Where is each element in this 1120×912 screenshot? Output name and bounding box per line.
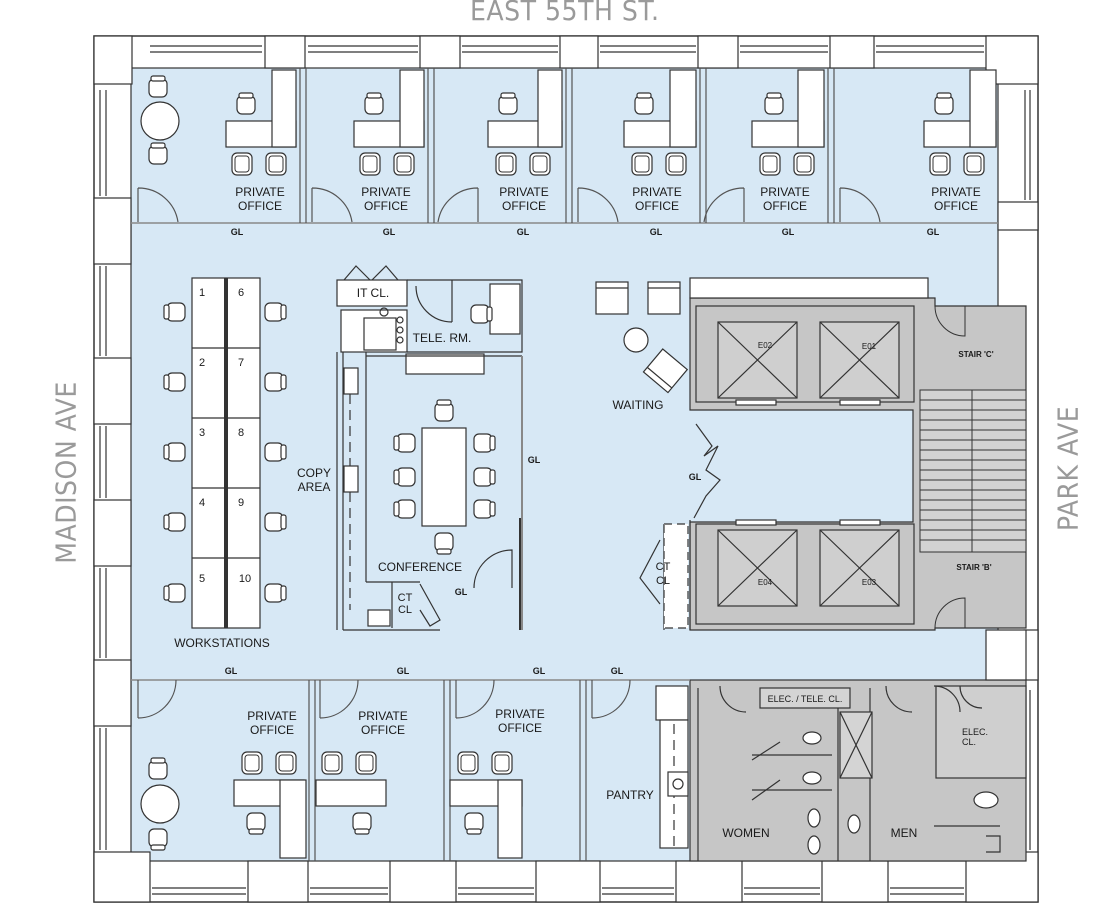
elevator-banks — [695, 305, 915, 625]
glass-label: GL — [382, 227, 396, 237]
room-label-workstations: WORKSTATIONS — [174, 636, 270, 650]
glass-label: GL — [926, 227, 940, 237]
east-street-label: PARK AVE — [1051, 405, 1085, 532]
elevator-label: E04 — [757, 578, 773, 587]
room-label-private-office: PRIVATE OFFICE — [361, 185, 411, 213]
elevator-label: E02 — [757, 341, 773, 350]
glass-label: GL — [688, 472, 702, 482]
room-label-pantry: PANTRY — [606, 788, 654, 802]
glass-label: GL — [396, 666, 410, 676]
north-office-furniture — [140, 69, 997, 176]
glass-label: GL — [230, 227, 244, 237]
workstation-number: 6 — [237, 287, 245, 299]
room-label-private-office: PRIVATE OFFICE — [499, 185, 549, 213]
workstation-number: 8 — [237, 427, 245, 439]
glass-label: GL — [532, 666, 546, 676]
north-street-label: EAST 55TH ST. — [470, 0, 660, 27]
room-label-elec-closet: ELEC. CL. — [962, 727, 989, 747]
elevator-label: E01 — [861, 342, 877, 351]
room-label-women: WOMEN — [722, 826, 770, 840]
room-label-ct-closet: CT CL — [655, 561, 671, 587]
room-label-copy-area: COPY AREA — [296, 466, 331, 494]
room-label-waiting: WAITING — [612, 398, 664, 412]
stair-run — [919, 305, 1027, 629]
waiting-area — [595, 277, 929, 394]
north-facade — [93, 35, 1039, 85]
room-label-stair-c: STAIR 'C' — [958, 350, 994, 359]
north-offices — [131, 68, 998, 224]
south-office-furniture — [140, 751, 523, 859]
workstation-number: 5 — [198, 573, 206, 585]
room-label-private-office: PRIVATE OFFICE — [247, 709, 297, 737]
room-label-private-office: PRIVATE OFFICE — [760, 185, 810, 213]
room-label-tele-room: TELE. RM. — [412, 331, 472, 345]
glass-label: GL — [454, 587, 468, 597]
room-label-private-office: PRIVATE OFFICE — [931, 185, 981, 213]
workstation-number: 3 — [198, 427, 206, 439]
room-label-private-office: PRIVATE OFFICE — [495, 707, 545, 735]
room-label-it-closet: IT CL. — [356, 286, 390, 300]
workstation-number: 9 — [237, 497, 245, 509]
room-label-conference: CONFERENCE — [377, 560, 462, 574]
glass-entry-doors — [639, 423, 721, 630]
room-label-men: MEN — [890, 826, 918, 840]
east-facade — [997, 90, 1039, 850]
elevator-label: E03 — [861, 578, 877, 587]
glass-label: GL — [527, 455, 541, 465]
workstation-cluster — [163, 277, 287, 629]
workstation-number: 10 — [238, 573, 252, 585]
glass-label: GL — [781, 227, 795, 237]
room-label-ct-closet: CT CL — [397, 592, 413, 616]
conference-furniture — [393, 304, 496, 555]
glass-label: GL — [516, 227, 530, 237]
glass-label: GL — [649, 227, 663, 237]
pantry-counter — [655, 685, 689, 849]
restroom-walls — [697, 685, 1027, 861]
workstation-number: 1 — [198, 287, 206, 299]
room-label-private-office: PRIVATE OFFICE — [632, 185, 682, 213]
room-label-stair-b: STAIR 'B' — [956, 563, 992, 572]
room-label-elec-tele-closet: ELEC. / TELE. CL. — [767, 694, 843, 704]
glass-label: GL — [610, 666, 624, 676]
workstation-number: 7 — [237, 357, 245, 369]
central-rooms — [336, 265, 523, 631]
glass-label: GL — [224, 666, 238, 676]
workstation-number: 4 — [198, 497, 206, 509]
south-offices — [131, 679, 690, 861]
west-street-label: MADISON AVE — [49, 381, 83, 564]
room-label-private-office: PRIVATE OFFICE — [358, 709, 408, 737]
workstation-number: 2 — [198, 357, 206, 369]
room-label-private-office: PRIVATE OFFICE — [235, 185, 285, 213]
west-facade — [93, 90, 132, 850]
